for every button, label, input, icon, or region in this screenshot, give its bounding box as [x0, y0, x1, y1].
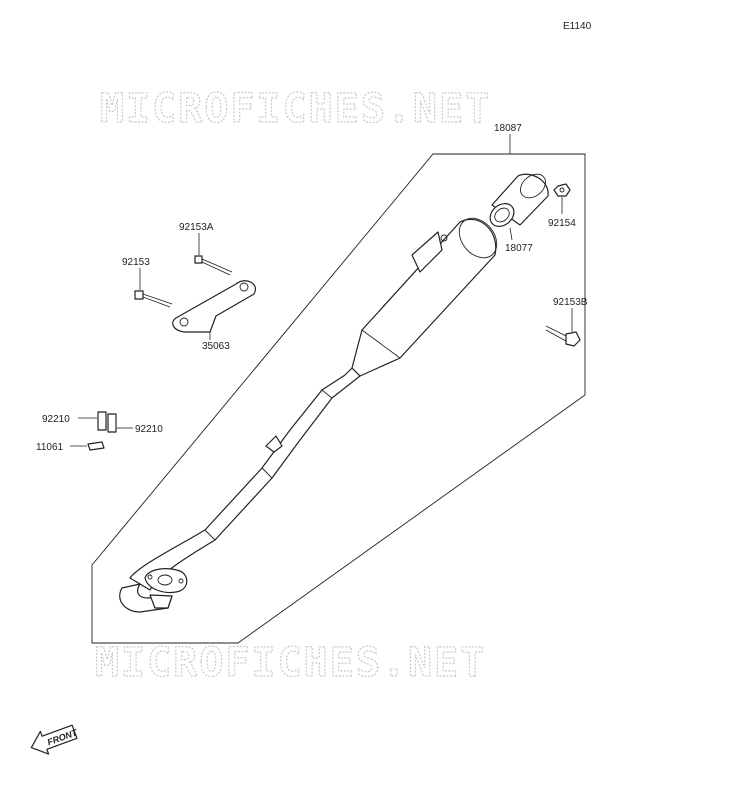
bolt-92153A	[194, 233, 233, 276]
label-18077: 18077	[505, 243, 533, 254]
label-92210-right: 92210	[135, 424, 163, 435]
nut-92154	[553, 183, 571, 214]
label-11061: 11061	[36, 442, 64, 453]
diagram-code: E1140	[563, 21, 592, 32]
label-92154: 92154	[548, 218, 576, 229]
label-35063: 35063	[202, 341, 230, 352]
assembly-frame	[91, 153, 586, 644]
clip-92210-right	[107, 413, 133, 433]
leader-18077	[509, 227, 513, 241]
pin-11061	[70, 441, 105, 451]
label-92153A: 92153A	[179, 222, 214, 233]
tail-pipe	[489, 173, 549, 227]
watermark-bottom: MICROFICHES.NET	[95, 640, 486, 686]
bolt-92153B	[545, 308, 581, 347]
label-92153: 92153	[122, 257, 150, 268]
clip-92210-left	[78, 411, 107, 431]
bracket-35063	[172, 280, 256, 340]
bolt-92153	[134, 268, 173, 308]
label-92210-left: 92210	[42, 414, 70, 425]
silencer	[351, 217, 498, 377]
front-arrow: FRONT	[30, 724, 80, 755]
exhaust-pipe	[119, 367, 361, 613]
label-18087: 18087	[494, 123, 522, 134]
watermark-top: MICROFICHES.NET	[100, 86, 491, 132]
label-92153B: 92153B	[553, 297, 588, 308]
